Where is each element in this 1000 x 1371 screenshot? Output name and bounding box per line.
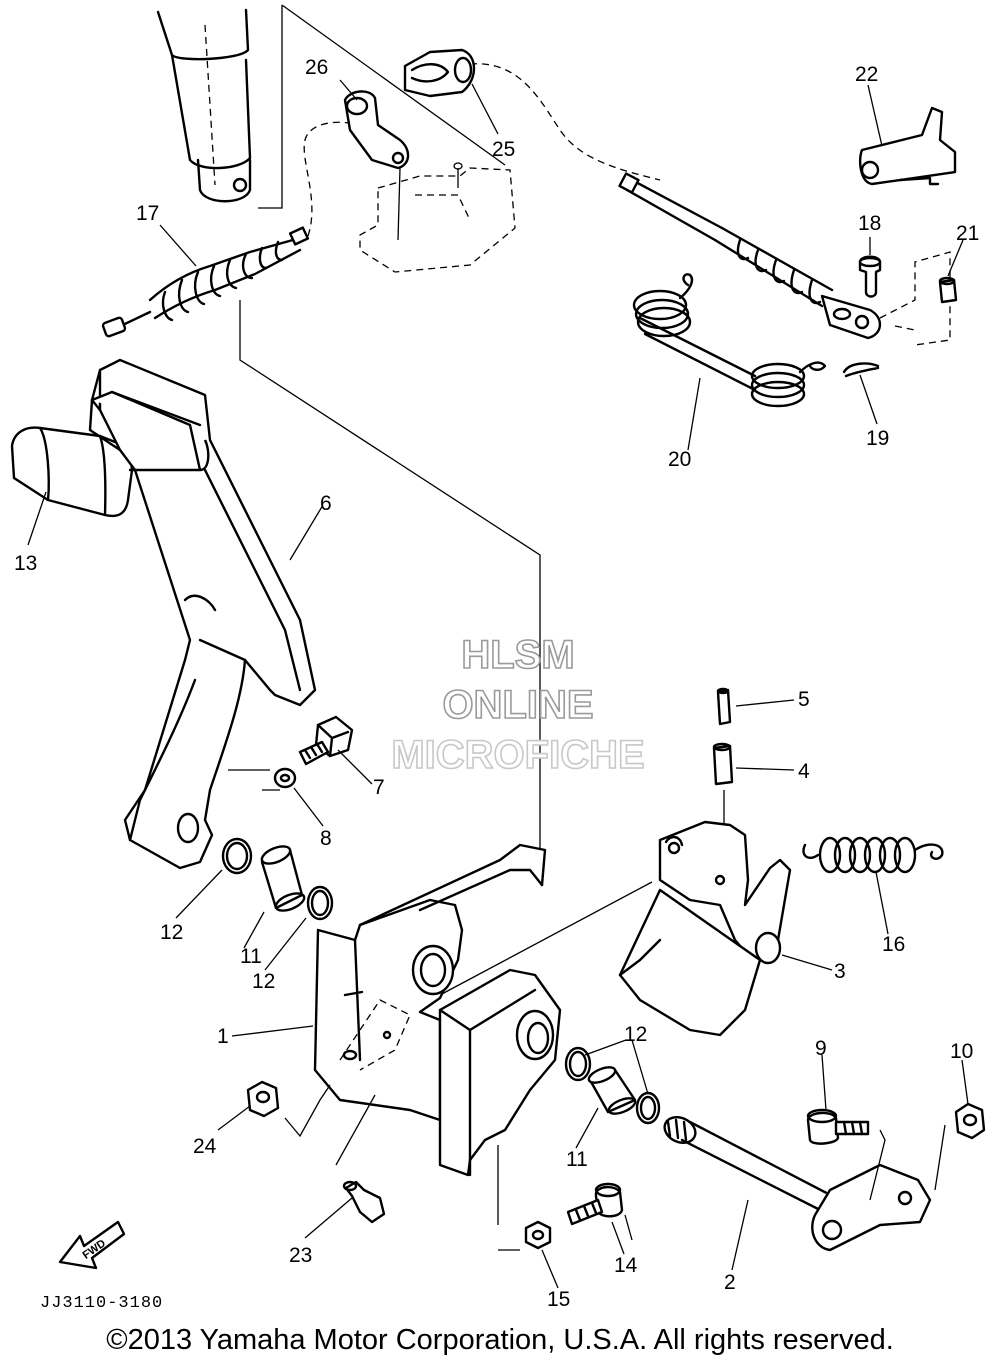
callout-15: 15 xyxy=(547,1288,570,1311)
copyright-notice: ©2013 Yamaha Motor Corporation, U.S.A. A… xyxy=(106,1324,894,1356)
callout-4: 4 xyxy=(798,760,810,783)
pedal-shaft-2 xyxy=(663,1115,946,1252)
callout-8: 8 xyxy=(320,827,332,850)
brake-pedal-6 xyxy=(88,358,317,870)
cotter-pin-19 xyxy=(842,362,880,378)
ref-line-cylinder xyxy=(258,5,283,209)
brake-cable-17 xyxy=(101,226,310,338)
watermark: HLSM ONLINE MICROFICHE xyxy=(391,632,646,778)
callout-1: 1 xyxy=(217,1025,229,1048)
watermark-line-1: HLSM xyxy=(461,633,574,677)
cable-dash-top xyxy=(469,63,661,181)
bolt-7 xyxy=(298,715,354,766)
ref-line-pedal-shaft xyxy=(439,881,653,996)
diagram-code: JJ3110-3180 xyxy=(40,1294,164,1313)
callout-11-b: 11 xyxy=(566,1148,588,1171)
callout-21: 21 xyxy=(956,222,979,245)
callout-24: 24 xyxy=(193,1135,217,1158)
bolt-14 xyxy=(566,1182,633,1241)
pin-5 xyxy=(716,687,732,726)
reference-cylinder xyxy=(156,8,252,203)
callout-17: 17 xyxy=(136,202,159,225)
callout-26: 26 xyxy=(305,56,328,79)
clevis-pin-18 xyxy=(858,255,882,298)
callout-12-a: 12 xyxy=(160,921,183,944)
cable-bracket-22 xyxy=(858,106,957,186)
fwd-arrow-icon: FWD xyxy=(58,1220,126,1270)
o-ring-12b xyxy=(306,885,334,921)
sleeve-4 xyxy=(712,742,734,786)
callout-25: 25 xyxy=(492,138,515,161)
callout-7: 7 xyxy=(373,776,385,799)
o-ring-12c xyxy=(564,1046,592,1082)
callout-16: 16 xyxy=(882,933,905,956)
pedal-bracket-1 xyxy=(313,843,562,1177)
leader-lines xyxy=(27,79,969,1289)
nut-10 xyxy=(954,1102,986,1140)
callout-18: 18 xyxy=(858,212,881,235)
o-ring-12d xyxy=(635,1091,661,1125)
callout-19: 19 xyxy=(866,427,889,450)
cable-clamp-25 xyxy=(403,48,476,98)
callout-12-c: 12 xyxy=(624,1023,647,1046)
collar-21 xyxy=(938,276,958,304)
bolt-9 xyxy=(806,1108,870,1145)
cable-holder-26 xyxy=(343,90,410,241)
nut-15 xyxy=(497,1145,552,1251)
ref-line-long xyxy=(239,300,541,850)
pedal-pad-13 xyxy=(10,426,134,518)
callout-5: 5 xyxy=(798,688,810,711)
callout-12-b: 12 xyxy=(252,970,275,993)
tension-spring-16 xyxy=(802,836,944,874)
callout-6: 6 xyxy=(320,492,332,515)
callout-labels: 26 25 22 18 21 17 20 19 6 13 5 4 7 8 12 … xyxy=(14,56,979,1311)
callout-23: 23 xyxy=(289,1244,312,1267)
brake-cable-right xyxy=(618,172,951,346)
actuating-lever-3 xyxy=(618,820,792,1037)
callout-10: 10 xyxy=(950,1040,973,1063)
ref-line-top xyxy=(281,4,506,166)
watermark-line-2: ONLINE xyxy=(442,683,593,727)
mounting-bracket-dashed xyxy=(359,162,516,273)
cable-dash-left xyxy=(303,121,356,237)
callout-3: 3 xyxy=(834,960,846,983)
bushing-11a xyxy=(260,845,306,912)
callout-2: 2 xyxy=(724,1271,736,1294)
callout-9: 9 xyxy=(815,1037,827,1060)
watermark-line-3: MICROFICHE xyxy=(391,733,644,777)
o-ring-12a xyxy=(221,837,253,875)
callout-14: 14 xyxy=(614,1254,638,1277)
callout-22: 22 xyxy=(855,63,878,86)
callout-20: 20 xyxy=(668,448,691,471)
callout-11-a: 11 xyxy=(240,945,262,968)
bushing-11b xyxy=(587,1066,637,1115)
return-spring-20 xyxy=(632,273,827,408)
bolt-23 xyxy=(335,1094,386,1224)
washer-8 xyxy=(228,767,297,791)
nut-24 xyxy=(246,1080,331,1138)
callout-13: 13 xyxy=(14,552,37,575)
